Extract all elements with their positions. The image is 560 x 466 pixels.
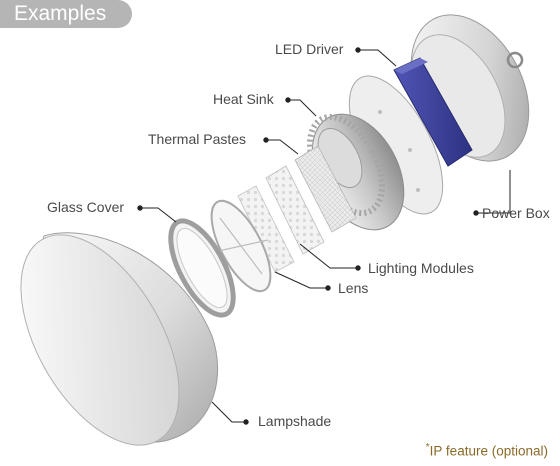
label-lighting-modules: Lighting Modules bbox=[368, 260, 474, 276]
label-led-driver: LED Driver bbox=[275, 41, 344, 57]
examples-badge: Examples bbox=[0, 0, 132, 28]
label-heat-sink: Heat Sink bbox=[213, 91, 274, 107]
lighting-module-sheet bbox=[265, 165, 325, 255]
footnote-asterisk: * bbox=[425, 442, 430, 453]
leader-lines bbox=[137, 47, 511, 425]
label-lampshade: Lampshade bbox=[258, 413, 332, 429]
ip-feature-footnote: *IP feature (optional) bbox=[426, 442, 548, 459]
lens-holder-ring bbox=[210, 199, 272, 293]
label-thermal-pastes: Thermal Pastes bbox=[148, 131, 247, 147]
footnote-text: IP feature (optional) bbox=[429, 443, 548, 459]
label-power-box: Power Box bbox=[482, 205, 550, 221]
label-glass-cover: Glass Cover bbox=[47, 199, 125, 215]
label-lens: Lens bbox=[338, 280, 369, 296]
glass-cover-part bbox=[168, 218, 236, 318]
thermal-paste-sheet bbox=[294, 145, 357, 233]
lampshade-part bbox=[20, 232, 219, 446]
led-driver-part bbox=[393, 57, 473, 167]
